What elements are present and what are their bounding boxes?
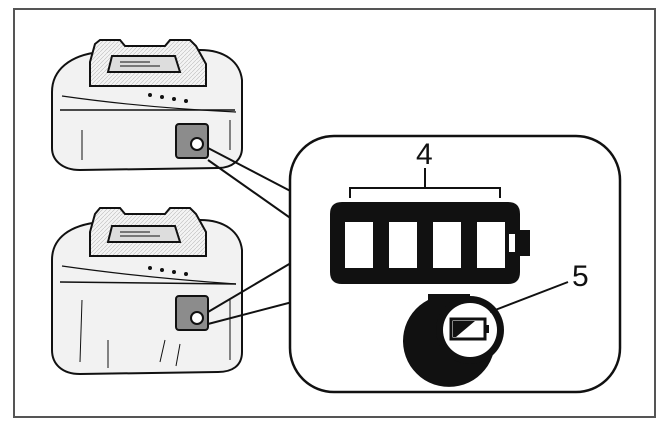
callout-4: 4 xyxy=(416,138,433,171)
indicator-lamps xyxy=(330,202,530,284)
battery-symbol-icon xyxy=(453,321,475,337)
battery-pack-small xyxy=(51,39,243,172)
check-button-large xyxy=(190,311,204,325)
lamp-3 xyxy=(433,222,461,268)
battery-pack-large xyxy=(51,207,243,376)
callout-5: 5 xyxy=(572,260,589,293)
lamp-2 xyxy=(389,222,417,268)
leader-lines xyxy=(207,147,301,325)
check-button-detail xyxy=(403,294,504,387)
lamp-1 xyxy=(345,222,373,268)
figure-frame xyxy=(13,8,656,418)
lamp-4 xyxy=(477,222,505,268)
button-leader xyxy=(489,281,569,313)
check-button-small xyxy=(190,137,204,151)
indicator-panel-large xyxy=(175,295,209,331)
